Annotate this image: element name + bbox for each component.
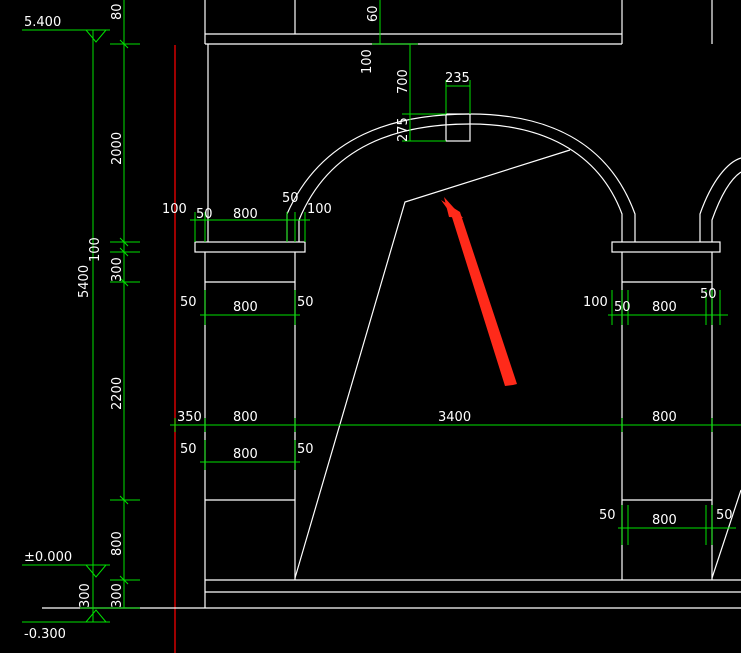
shaft-r50: 50 [297,295,314,310]
dim-band-300: 300 [110,257,125,282]
row-800-b: 800 [652,410,677,425]
dim-plinth-300-b: 300 [110,583,125,608]
shaft-w800: 800 [233,300,258,315]
dim-total-5400: 5400 [77,265,92,298]
dim-keystone-275: 275 [396,117,411,142]
cap-l100: 100 [162,202,187,217]
dimension-lines [22,0,741,623]
sketch-diagonal [294,149,571,579]
cap-r50: 50 [282,191,299,206]
dim-arch-2000: 2000 [110,132,125,165]
rbase-w800: 800 [652,513,677,528]
rcap-w800: 800 [652,300,677,315]
dim-keystone-100: 100 [360,49,375,74]
dim-keystone-60: 60 [366,5,381,22]
dim-keystone-235: 235 [445,71,470,86]
dim-band-100: 100 [88,237,103,262]
cap-l50: 50 [196,207,213,222]
row-800-a: 800 [233,410,258,425]
facade-geometry [42,0,741,609]
dim-shaft-2200: 2200 [110,377,125,410]
dim-plinth-300: 300 [78,583,93,608]
shaft-l50: 50 [180,295,197,310]
cap-r100: 100 [307,202,332,217]
dim-keystone-700: 700 [396,69,411,94]
red-arrow [441,197,517,386]
row-3400: 3400 [438,410,471,425]
keystone [445,113,471,142]
row-350: 350 [177,410,202,425]
lshaft-l50: 50 [180,442,197,457]
level-bottom: -0.300 [24,627,66,642]
rbase-l50: 50 [599,508,616,523]
lshaft-w800: 800 [233,447,258,462]
right-capital [611,241,721,253]
rcap-r50: 50 [700,287,717,302]
dimension-labels: 5.400 ±0.000 -0.300 5400 80 2000 100 300… [24,3,733,642]
rbase-r50: 50 [716,508,733,523]
level-top: 5.400 [24,15,61,30]
cap-w800: 800 [233,207,258,222]
rcap-l100: 100 [583,295,608,310]
dim-top-80: 80 [110,3,125,20]
rcap-l50: 50 [614,300,631,315]
left-capital [194,241,306,253]
level-zero: ±0.000 [24,550,72,565]
lshaft-r50: 50 [297,442,314,457]
dim-base-800: 800 [110,531,125,556]
